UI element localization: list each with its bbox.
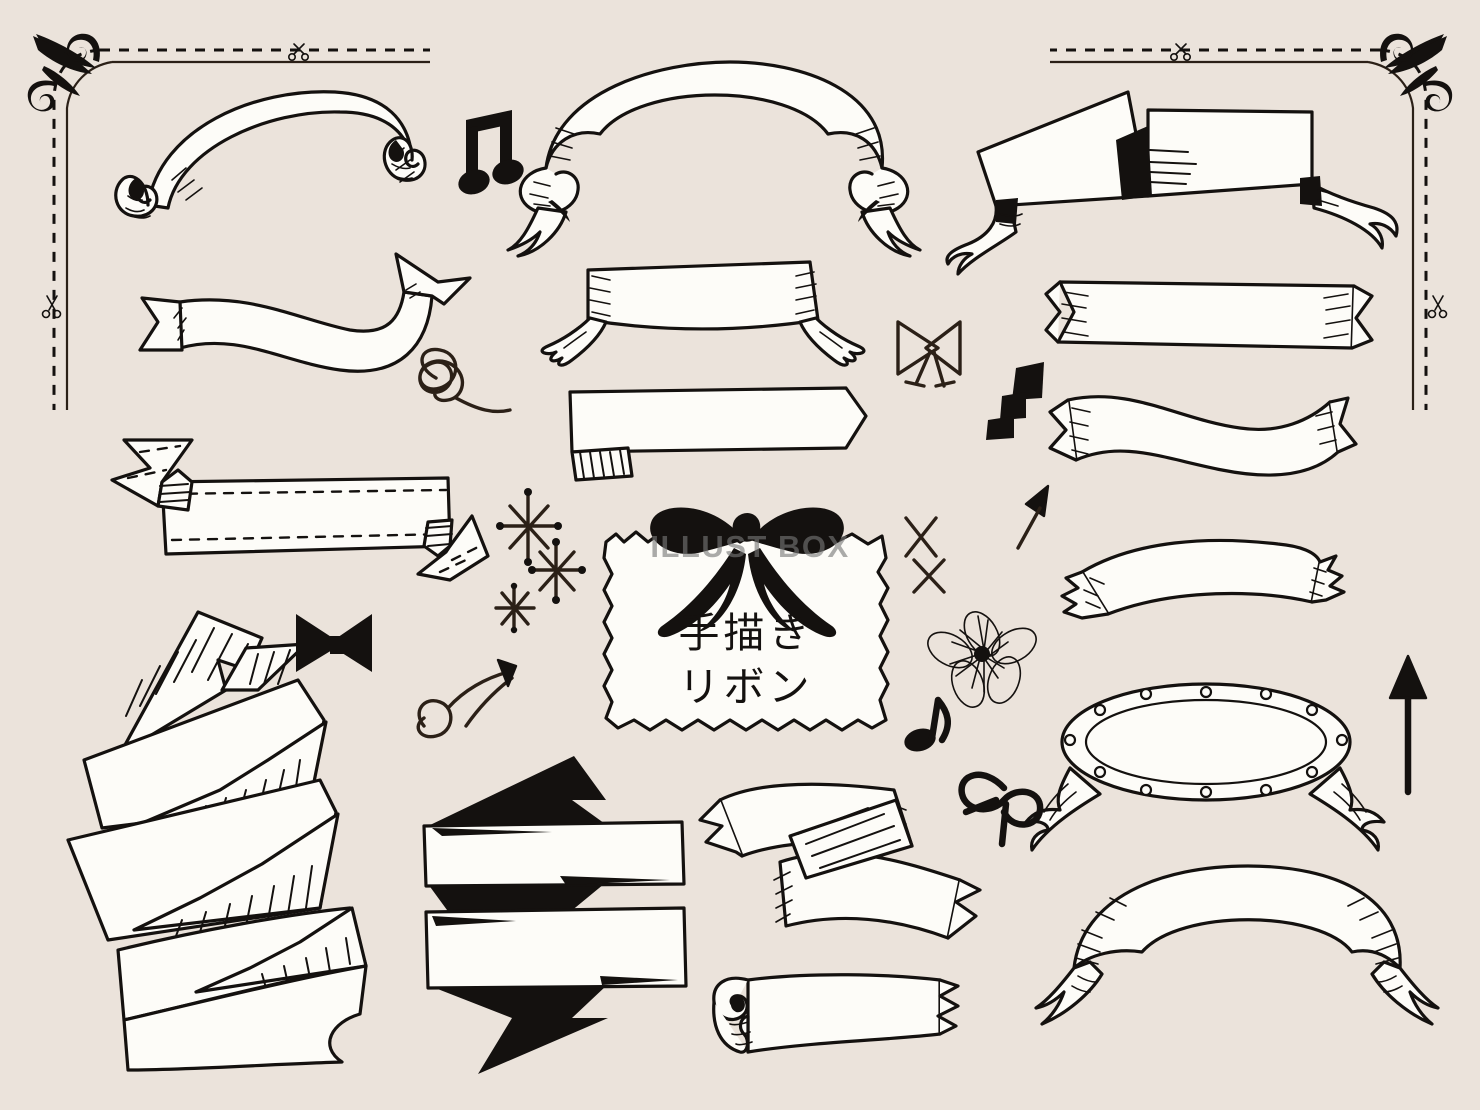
corner-top-left <box>27 33 430 410</box>
ribbon-flag-notch[interactable] <box>568 386 868 482</box>
doodle-bow-outline <box>896 320 962 388</box>
doodle-sparkle-large <box>496 488 562 566</box>
ribbon-curved-arrow[interactable] <box>138 252 472 373</box>
corner-top-right <box>1050 33 1453 410</box>
title-card[interactable]: ILLUST BOX 手描き リボン <box>596 498 896 758</box>
scissors-icon-top <box>287 43 309 61</box>
doodle-curly-swirl <box>418 347 512 414</box>
flourish-top-left <box>27 33 100 112</box>
ribbon-studded-oval[interactable] <box>1024 682 1386 852</box>
doodle-sparkle-medium <box>528 538 586 604</box>
card-artwork <box>602 507 890 732</box>
ribbon-scroll[interactable] <box>712 973 960 1054</box>
doodle-sparkle-small <box>494 582 536 634</box>
ribbon-wave[interactable] <box>1048 395 1358 477</box>
doodle-music-note-beamed <box>458 110 524 195</box>
ribbon-notched-bar[interactable] <box>1044 280 1374 350</box>
doodle-arrow-loop <box>416 658 518 739</box>
scissors-icon-top-right <box>1170 43 1192 61</box>
ribbon-spiral-wrap[interactable] <box>66 610 368 1072</box>
ribbon-stitched[interactable] <box>110 438 490 582</box>
doodle-bowtie-solid <box>296 614 372 672</box>
card-bow-icon <box>650 507 844 638</box>
doodle-flower-hatched <box>927 611 1037 708</box>
ribbon-twisted-double[interactable] <box>698 782 982 940</box>
doodle-arrow-diagonal <box>1016 484 1050 550</box>
ribbon-torn-edge[interactable] <box>1060 538 1346 620</box>
ribbon-folded-angular-banner[interactable] <box>945 90 1399 276</box>
doodle-cross-hatch-marks <box>904 516 946 594</box>
ribbon-classic-arched-banner[interactable] <box>506 60 922 258</box>
scissors-icon-left <box>41 295 62 319</box>
scissors-icon-right <box>1427 295 1448 319</box>
ribbon-sagging-banner[interactable] <box>540 260 866 367</box>
ribbon-arched-shaded[interactable] <box>1034 864 1440 1026</box>
doodle-bow-thin-line <box>958 771 1044 848</box>
doodle-arrow-up <box>1388 654 1428 796</box>
doodle-dash-marks <box>986 362 1044 440</box>
ribbon-curled-arc-banner[interactable] <box>114 90 427 219</box>
ribbon-black-zigzag[interactable] <box>422 756 688 1074</box>
doodle-music-note-single <box>904 696 952 752</box>
flourish-top-right <box>1380 33 1453 112</box>
